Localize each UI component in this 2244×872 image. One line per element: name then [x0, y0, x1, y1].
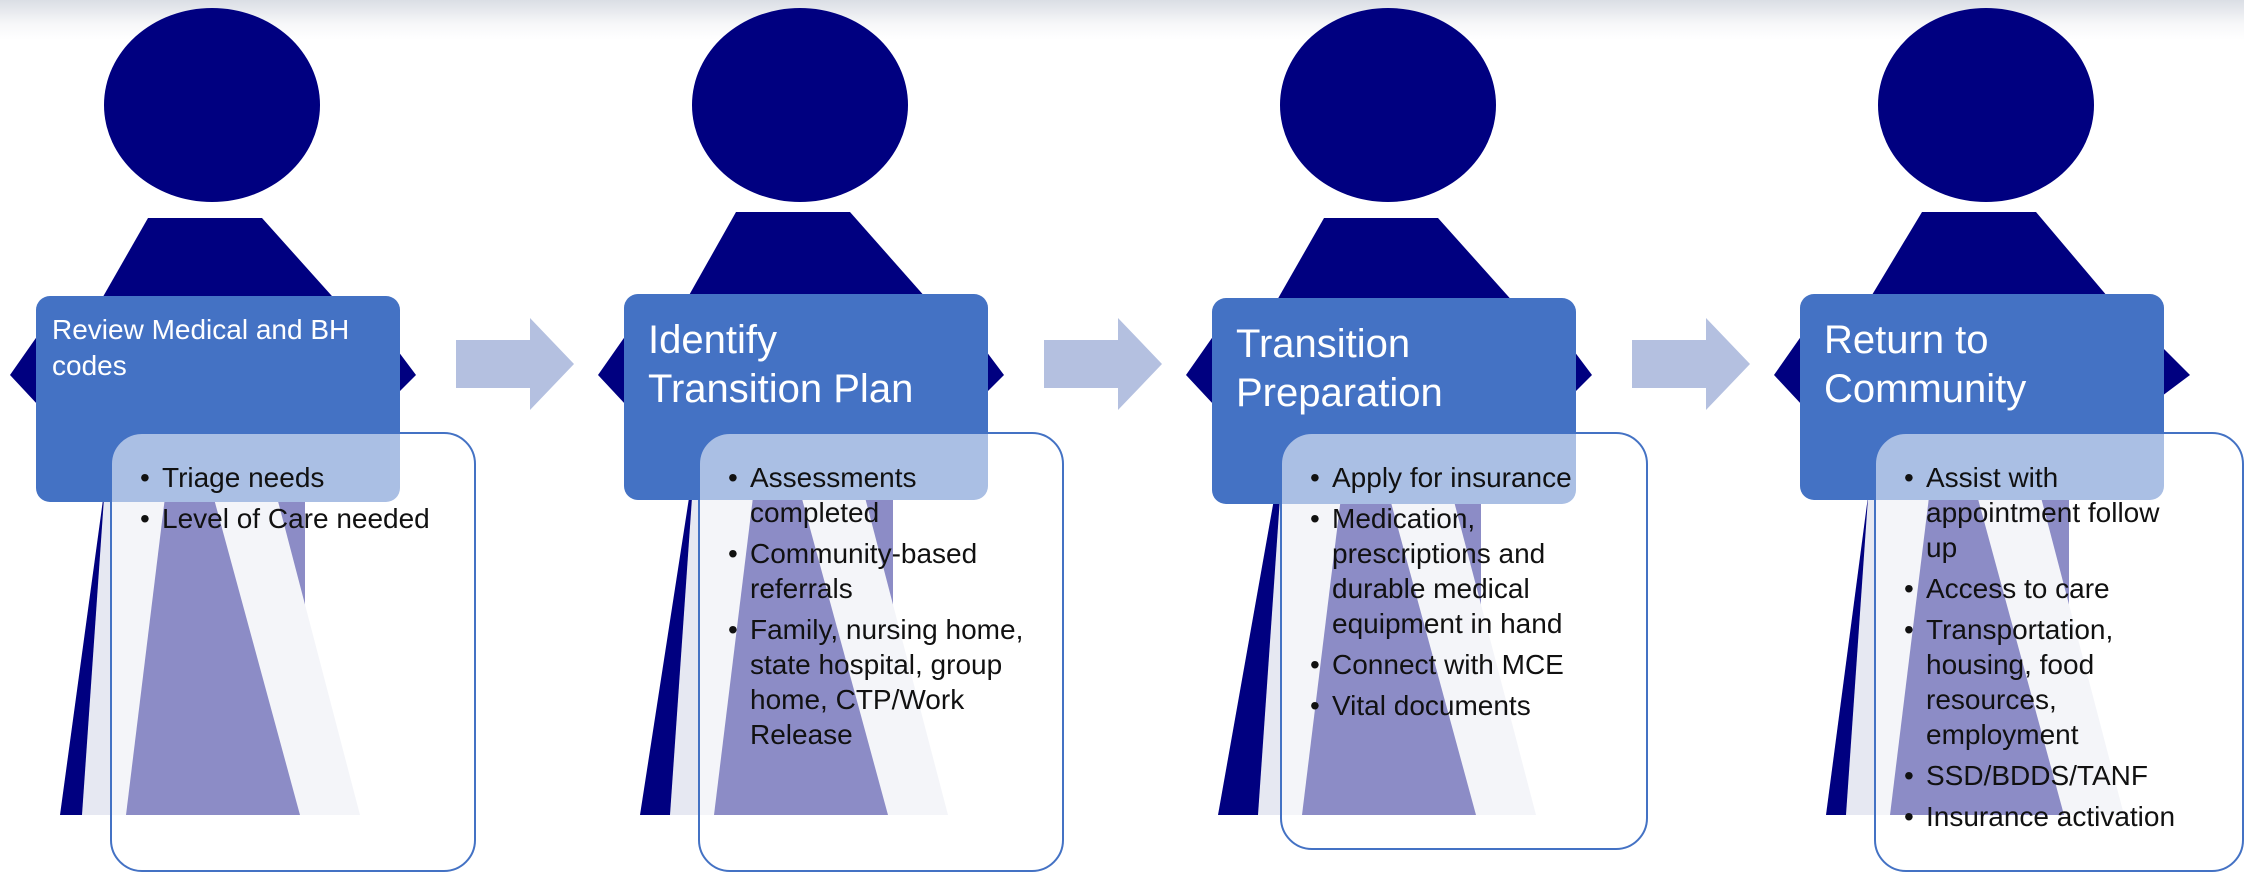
arrow-right-icon	[1044, 318, 1162, 410]
list-item: Medication, prescriptions and durable me…	[1310, 501, 1628, 641]
step-1: Review Medical and BH codes Triage needs…	[0, 0, 560, 872]
list-item: Apply for insurance	[1310, 460, 1628, 495]
step-4-list: Assist with appointment follow up Access…	[1904, 460, 2224, 834]
step-2-list: Assessments completed Community-based re…	[728, 460, 1044, 752]
list-item: Connect with MCE	[1310, 647, 1628, 682]
list-item: Family, nursing home, state hospital, gr…	[728, 612, 1044, 752]
step-3-list: Apply for insurance Medication, prescrip…	[1310, 460, 1628, 723]
step-3-detail-box: Apply for insurance Medication, prescrip…	[1280, 432, 1648, 850]
step-1-list: Triage needs Level of Care needed	[140, 460, 456, 536]
step-1-detail-box: Triage needs Level of Care needed	[110, 432, 476, 872]
decorative-texture-band	[0, 0, 2244, 40]
step-2-title: Identify Transition Plan	[648, 318, 914, 411]
list-item: SSD/BDDS/TANF	[1904, 758, 2224, 793]
step-2-detail-box: Assessments completed Community-based re…	[698, 432, 1064, 872]
list-item: Vital documents	[1310, 688, 1628, 723]
list-item: Level of Care needed	[140, 501, 456, 536]
step-4-title: Return to Community	[1824, 318, 2027, 411]
step-4-detail-box: Assist with appointment follow up Access…	[1874, 432, 2244, 872]
step-2: Identify Transition Plan Assessments com…	[588, 0, 1148, 872]
list-item: Triage needs	[140, 460, 456, 495]
list-item: Transportation, housing, food resources,…	[1904, 612, 2224, 752]
list-item: Insurance activation	[1904, 799, 2224, 834]
step-4: Return to Community Assist with appointm…	[1764, 0, 2244, 872]
arrow-right-icon	[1632, 318, 1750, 410]
step-3-title: Transition Preparation	[1236, 322, 1443, 415]
list-item: Assessments completed	[728, 460, 1044, 530]
list-item: Assist with appointment follow up	[1904, 460, 2224, 565]
list-item: Community-based referrals	[728, 536, 1044, 606]
list-item: Access to care	[1904, 571, 2224, 606]
arrow-right-icon	[456, 318, 574, 410]
step-3: Transition Preparation Apply for insuran…	[1176, 0, 1736, 861]
step-1-title: Review Medical and BH codes	[52, 314, 350, 381]
